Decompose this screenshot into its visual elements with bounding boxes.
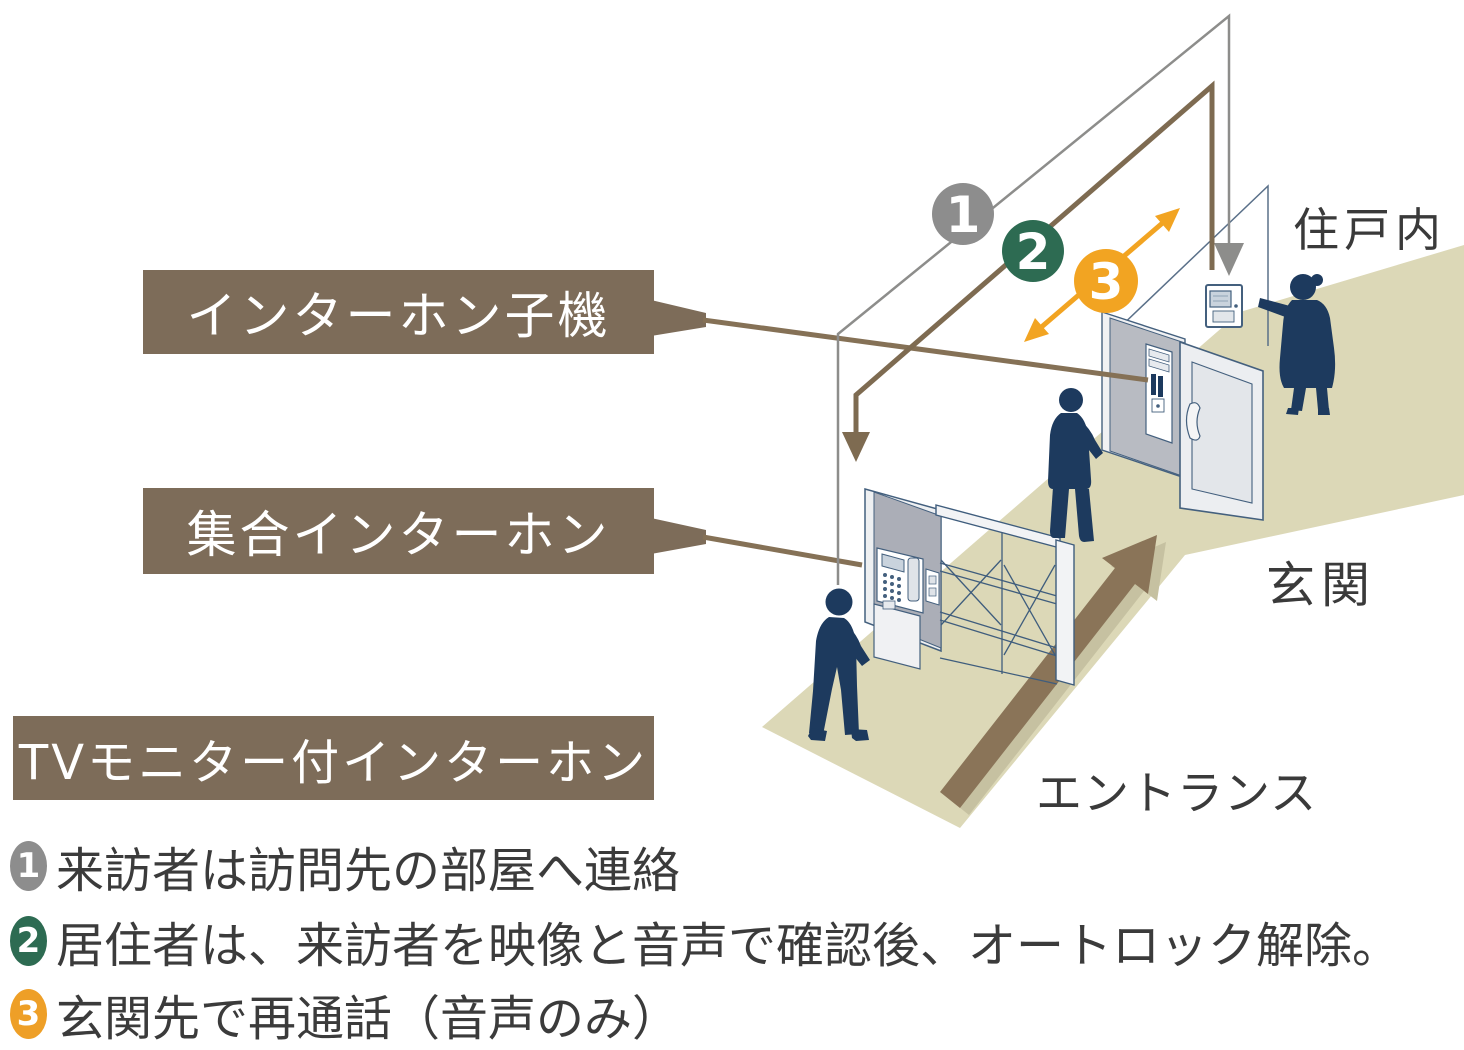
label-pointer-lines: [651, 300, 1149, 568]
step-circle-1: 1: [932, 183, 994, 245]
dwelling-wall: [1114, 184, 1269, 346]
collective-intercom-panel: [864, 488, 942, 670]
svg-text:1: 1: [946, 186, 981, 244]
signal-line-call: [836, 13, 1244, 585]
step-badge-2: 2: [10, 916, 47, 966]
monitor-unit: [1205, 284, 1243, 328]
step-item-2: 2 居住者は、来訪者を映像と音声で確認後、オートロック解除。: [10, 913, 1400, 974]
step-item-1: 1 来訪者は訪問先の部屋へ連絡: [10, 838, 680, 899]
floor-plane: [762, 245, 1464, 828]
resident-woman-silhouette: [1258, 274, 1336, 415]
step-badge-1: 1: [10, 841, 47, 891]
genkan-door: [1101, 311, 1264, 521]
visitor-silhouette: [808, 588, 870, 741]
step-circle-3: 3: [1074, 249, 1138, 313]
door-station-unit: [1145, 343, 1173, 444]
svg-text:2: 2: [1016, 223, 1051, 281]
svg-text:3: 3: [1089, 253, 1124, 311]
area-label-dwelling: 住戸内: [1293, 203, 1446, 257]
area-label-genkan: 玄関: [1266, 557, 1377, 614]
gate-fence: [935, 504, 1075, 686]
step-item-3: 3 玄関先で再通話（音声のみ）: [10, 986, 680, 1047]
label-intercom-handset: インターホン子機: [143, 270, 654, 354]
step-badge-3: 3: [10, 989, 47, 1039]
area-label-entrance: エントランス: [1036, 766, 1318, 820]
step-circle-2: 2: [1002, 220, 1064, 282]
step-text-2: 居住者は、来訪者を映像と音声で確認後、オートロック解除。: [56, 918, 1401, 974]
resident-walking-silhouette: [1048, 388, 1103, 542]
label-collective-intercom: 集合インターホン: [143, 488, 654, 574]
step-text-3: 玄関先で再通話（音声のみ）: [56, 991, 681, 1047]
label-tv-monitor-intercom: TVモニター付インターホン: [13, 716, 654, 800]
door-handle: [1185, 402, 1201, 441]
step-text-1: 来訪者は訪問先の部屋へ連絡: [56, 843, 681, 899]
